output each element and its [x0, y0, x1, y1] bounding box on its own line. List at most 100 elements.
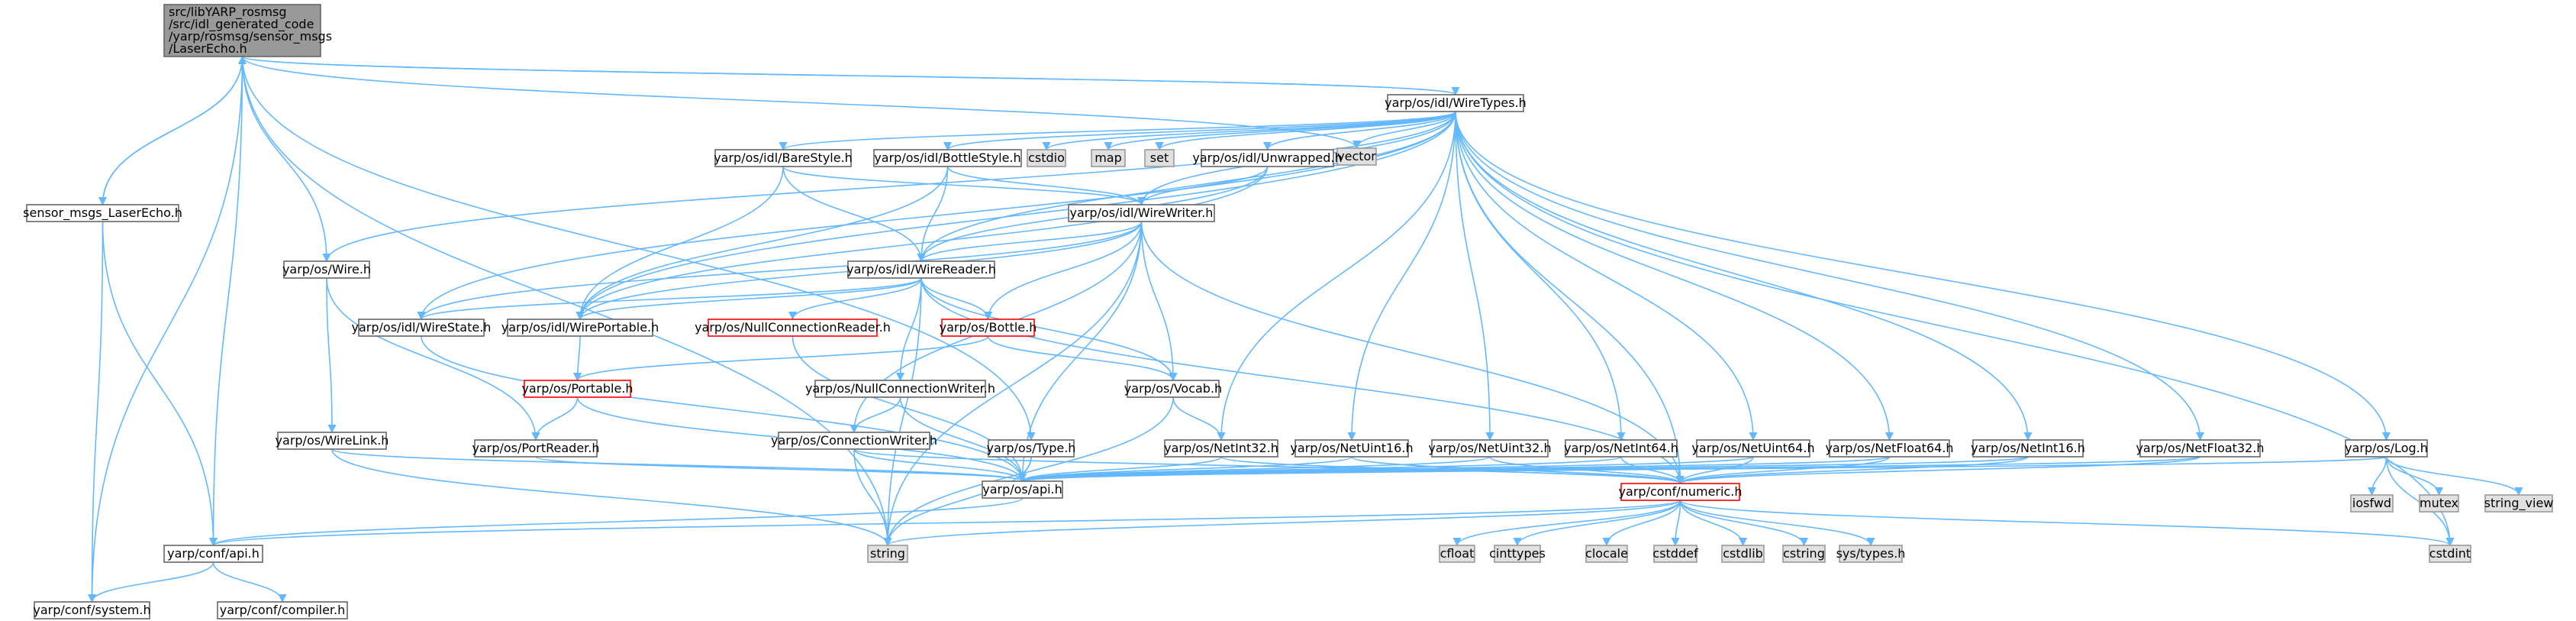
node-sensor_msgs_laserecho[interactable]: sensor_msgs_LaserEcho.h: [23, 204, 182, 222]
node-compiler_h[interactable]: yarp/conf/compiler.h: [217, 601, 348, 619]
edge-netuint16-to-os_api: [1018, 456, 1352, 483]
node-log[interactable]: yarp/os/Log.h: [2345, 439, 2428, 458]
node-nullconnreader[interactable]: yarp/os/NullConnectionReader.h: [695, 319, 891, 337]
edge-bottle-to-portable: [573, 335, 989, 382]
node-box: [1620, 483, 1740, 501]
edge-wiretypes-to-netuint16: [1347, 111, 1456, 441]
node-wiretypes[interactable]: yarp/os/idl/WireTypes.h: [1385, 94, 1527, 112]
node-iosfwd: iosfwd: [2350, 494, 2394, 513]
edge-vocab-to-netint32: [1172, 396, 1226, 441]
edge-netint32-to-os_api: [1018, 456, 1222, 483]
node-mutex: mutex: [2419, 494, 2459, 513]
node-wirewriter[interactable]: yarp/os/idl/WireWriter.h: [1068, 204, 1215, 222]
edge-wiretypes-to-vector: [1352, 111, 1456, 150]
node-type[interactable]: yarp/os/Type.h: [987, 439, 1076, 458]
edge-wire-to-portreader: [326, 277, 540, 441]
node-netfloat64[interactable]: yarp/os/NetFloat64.h: [1825, 439, 1954, 458]
node-wirelink[interactable]: yarp/os/WireLink.h: [276, 432, 389, 450]
node-netuint64[interactable]: yarp/os/NetUint64.h: [1691, 439, 1815, 458]
node-label: yarp/os/idl/WireWriter.h: [1070, 205, 1214, 220]
node-bottle[interactable]: yarp/os/Bottle.h: [940, 319, 1037, 337]
node-box: [1782, 545, 1826, 563]
node-box: [1431, 439, 1549, 458]
node-label: yarp/os/Wire.h: [282, 262, 371, 277]
edge-nullconnwriter-to-connwriter: [850, 396, 901, 434]
node-netuint16[interactable]: yarp/os/NetUint16.h: [1290, 439, 1414, 458]
node-label: cstddef: [1652, 546, 1698, 561]
node-netint32[interactable]: yarp/os/NetInt32.h: [1164, 439, 1278, 458]
node-label: yarp/os/NetInt32.h: [1164, 441, 1278, 455]
node-box: [1839, 545, 1903, 563]
node-box: [1387, 94, 1524, 112]
node-box: [2139, 439, 2261, 458]
edge-sensor_msgs_laserecho-to-conf_api: [102, 221, 218, 547]
node-box: [1294, 439, 1409, 458]
node-label: string: [870, 546, 905, 561]
edge-os_api-to-conf_api: [209, 497, 1024, 547]
node-bottlestyle[interactable]: yarp/os/idl/BottleStyle.h: [873, 149, 1022, 167]
node-conf_api[interactable]: yarp/conf/api.h: [163, 545, 263, 563]
edge-numeric-to-string: [883, 500, 1681, 547]
node-cstdio: cstdio: [1027, 149, 1066, 167]
node-label: yarp/os/ConnectionWriter.h: [771, 433, 937, 448]
node-label: cstdio: [1028, 150, 1065, 165]
node-box: [358, 319, 485, 337]
node-box: [1027, 149, 1066, 167]
node-label: yarp/os/PortReader.h: [472, 441, 599, 455]
node-netfloat32[interactable]: yarp/os/NetFloat32.h: [2136, 439, 2265, 458]
node-label: yarp/os/NetFloat32.h: [2136, 441, 2264, 455]
edge-wirereader-to-bottle: [920, 277, 993, 321]
edge-wiretypes-to-wirereader: [917, 111, 1456, 263]
edge-portable-to-portreader: [531, 396, 579, 441]
node-label: yarp/os/NetUint16.h: [1290, 441, 1413, 455]
node-netint64[interactable]: yarp/os/NetInt64.h: [1564, 439, 1678, 458]
node-wire[interactable]: yarp/os/Wire.h: [282, 260, 371, 279]
node-wirestate[interactable]: yarp/os/idl/WireState.h: [352, 319, 492, 337]
edge-numeric-to-cinttypes: [1513, 500, 1681, 547]
node-box: [1068, 204, 1215, 222]
node-box: [1721, 545, 1765, 563]
node-box: [714, 149, 852, 167]
edge-wirestate-to-os_api: [421, 335, 1027, 483]
node-portreader[interactable]: yarp/os/PortReader.h: [472, 439, 600, 458]
node-label: clocale: [1585, 546, 1628, 561]
edge-wiretypes-to-log: [1455, 111, 2391, 441]
node-laserecho_h[interactable]: src/libYARP_rosmsg/src/idl_generated_cod…: [163, 4, 332, 57]
node-label: yarp/os/Log.h: [2345, 441, 2428, 455]
node-cinttypes: cinttypes: [1489, 545, 1546, 563]
node-label: cstdlib: [1723, 546, 1763, 561]
edge-wiretypes-to-wire: [322, 111, 1456, 263]
node-os_api[interactable]: yarp/os/api.h: [982, 480, 1063, 499]
edge-wiretypes-to-barestyle: [779, 111, 1456, 151]
node-nullconnwriter[interactable]: yarp/os/NullConnectionWriter.h: [805, 380, 995, 398]
node-label: yarp/conf/system.h: [33, 603, 150, 617]
node-box: [1653, 545, 1697, 563]
edge-barestyle-to-wirereader: [782, 166, 926, 263]
node-vocab[interactable]: yarp/os/Vocab.h: [1124, 380, 1222, 398]
node-portable[interactable]: yarp/os/Portable.h: [521, 380, 634, 398]
node-wirereader[interactable]: yarp/os/idl/WireReader.h: [846, 260, 996, 279]
node-box: [2345, 439, 2428, 458]
node-box: [1091, 149, 1126, 167]
node-numeric[interactable]: yarp/conf/numeric.h: [1619, 483, 1743, 501]
node-netint16[interactable]: yarp/os/NetInt16.h: [1971, 439, 2085, 458]
edge-wirewriter-to-bottle: [983, 221, 1143, 321]
node-box: [1439, 545, 1475, 563]
node-label: yarp/os/Portable.h: [521, 381, 633, 396]
node-label: yarp/os/idl/WireTypes.h: [1385, 95, 1527, 110]
node-unwrapped[interactable]: yarp/os/idl/Unwrapped.h: [1192, 149, 1343, 167]
edge-numeric-to-cstring: [1679, 500, 1809, 547]
edge-connwriter-to-string: [853, 448, 892, 547]
node-wireportable[interactable]: yarp/os/idl/WirePortable.h: [501, 319, 659, 337]
node-label: sys/types.h: [1836, 546, 1906, 561]
node-connwriter[interactable]: yarp/os/ConnectionWriter.h: [771, 432, 937, 450]
node-barestyle[interactable]: yarp/os/idl/BareStyle.h: [714, 149, 853, 167]
node-netuint32[interactable]: yarp/os/NetUint32.h: [1428, 439, 1552, 458]
edge-wirereader-to-nullconnreader: [788, 277, 922, 321]
edge-wire-to-wirelink: [326, 277, 337, 434]
node-cstdlib: cstdlib: [1721, 545, 1765, 563]
node-system_h[interactable]: yarp/conf/system.h: [33, 601, 151, 619]
edge-wirereader-to-nullconnwriter: [895, 277, 922, 382]
node-box: [474, 439, 598, 458]
edge-wiretypes-to-netfloat32: [1455, 111, 2205, 441]
